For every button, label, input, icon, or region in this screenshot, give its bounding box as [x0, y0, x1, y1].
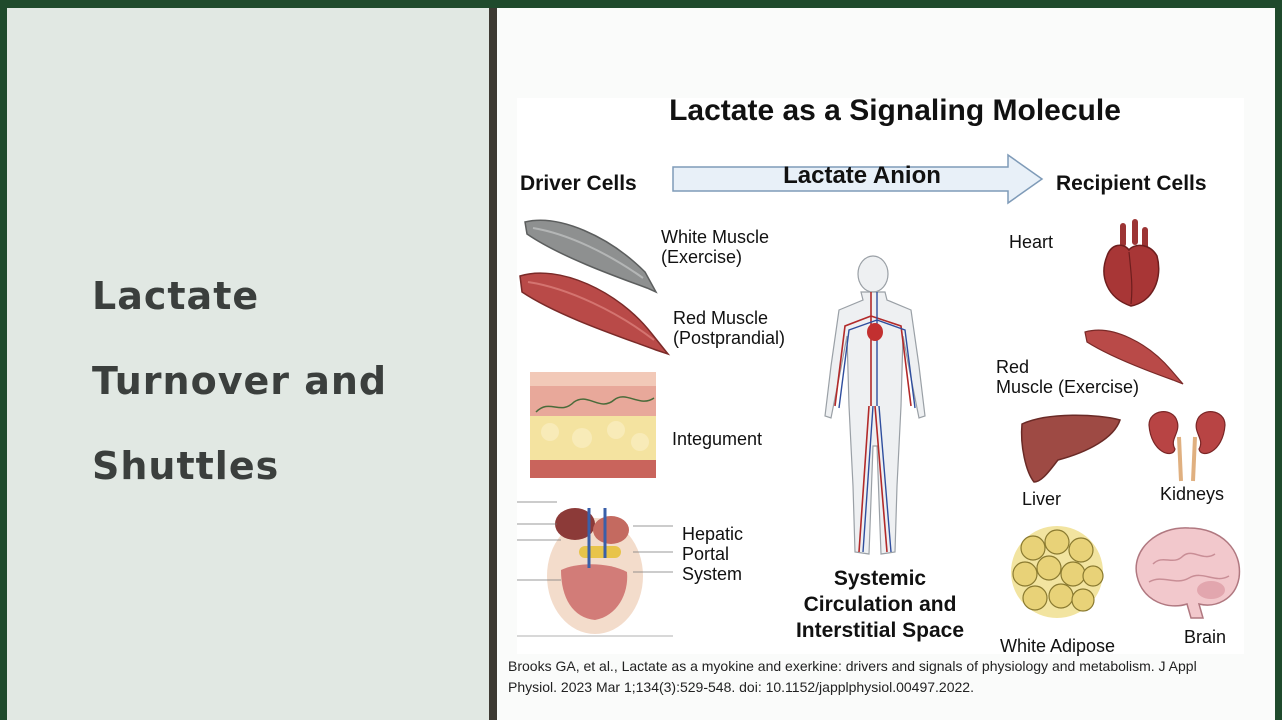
citation-line2: Physiol. 2023 Mar 1;134(3):529-548. doi:… [508, 679, 974, 695]
driver-cells-header: Driver Cells [520, 172, 637, 195]
panel-divider [489, 8, 497, 720]
kidneys-icon [1148, 411, 1226, 482]
slide-title-line-2: Turnover and [92, 359, 388, 403]
heart-icon [1103, 219, 1160, 307]
driver-hepatic-line1: Hepatic [682, 524, 744, 544]
figure-title: Lactate as a Signaling Molecule [669, 94, 1121, 127]
systemic-line1: Systemic [833, 567, 927, 590]
driver-integument: Integument [672, 429, 763, 449]
recipient-red-muscle-line1: Red [996, 357, 1030, 377]
title-panel: Lactate Turnover and Shuttles [7, 8, 489, 720]
recipient-red-muscle-icon [1084, 329, 1184, 385]
recipient-kidneys: Kidneys [1160, 484, 1225, 504]
driver-hepatic-line3: System [682, 564, 743, 584]
driver-white-muscle-line1: White Muscle [661, 227, 770, 247]
systemic-circulation-label: Systemic Circulation and Interstitial Sp… [782, 566, 978, 644]
signaling-figure: Lactate as a Signaling Molecule Driver C… [517, 94, 1244, 656]
recipient-brain: Brain [1184, 627, 1227, 647]
white-muscle-icon [524, 219, 658, 294]
slide-title-line-1: Lactate [92, 274, 260, 318]
slide-title-line-3: Shuttles [92, 444, 280, 488]
systemic-line2: Circulation and [803, 593, 957, 616]
liver-icon [1020, 414, 1121, 483]
arrow-shape [672, 153, 1044, 205]
citation: Brooks GA, et al., Lactate as a myokine … [508, 656, 1248, 698]
driver-red-muscle-line1: Red Muscle [673, 308, 769, 328]
recipient-red-muscle-line2: Muscle (Exercise) [996, 377, 1140, 397]
driver-white-muscle-line2: (Exercise) [661, 247, 743, 267]
driver-hepatic-line2: Portal [682, 544, 730, 564]
digestive-system-icon [517, 501, 673, 637]
recipient-liver: Liver [1022, 489, 1062, 509]
skin-layers-icon [530, 372, 656, 478]
systemic-line3: Interstitial Space [795, 619, 965, 642]
recipient-heart: Heart [1009, 232, 1054, 252]
human-circulation-icon [824, 255, 926, 555]
recipient-cells-header: Recipient Cells [1056, 172, 1207, 195]
brain-icon [1135, 527, 1241, 619]
recipient-adipose: White Adipose [1000, 636, 1116, 656]
citation-line1: Brooks GA, et al., Lactate as a myokine … [508, 658, 1197, 674]
frame-edge [1275, 8, 1282, 720]
adipose-icon [1011, 526, 1104, 618]
red-muscle-icon [519, 272, 671, 356]
slide-title: Lactate Turnover and Shuttles [92, 254, 482, 509]
lactate-arrow: Lactate Anion [672, 153, 1044, 205]
arrow-label: Lactate Anion [783, 162, 941, 189]
driver-red-muscle-line2: (Postprandial) [673, 328, 786, 348]
